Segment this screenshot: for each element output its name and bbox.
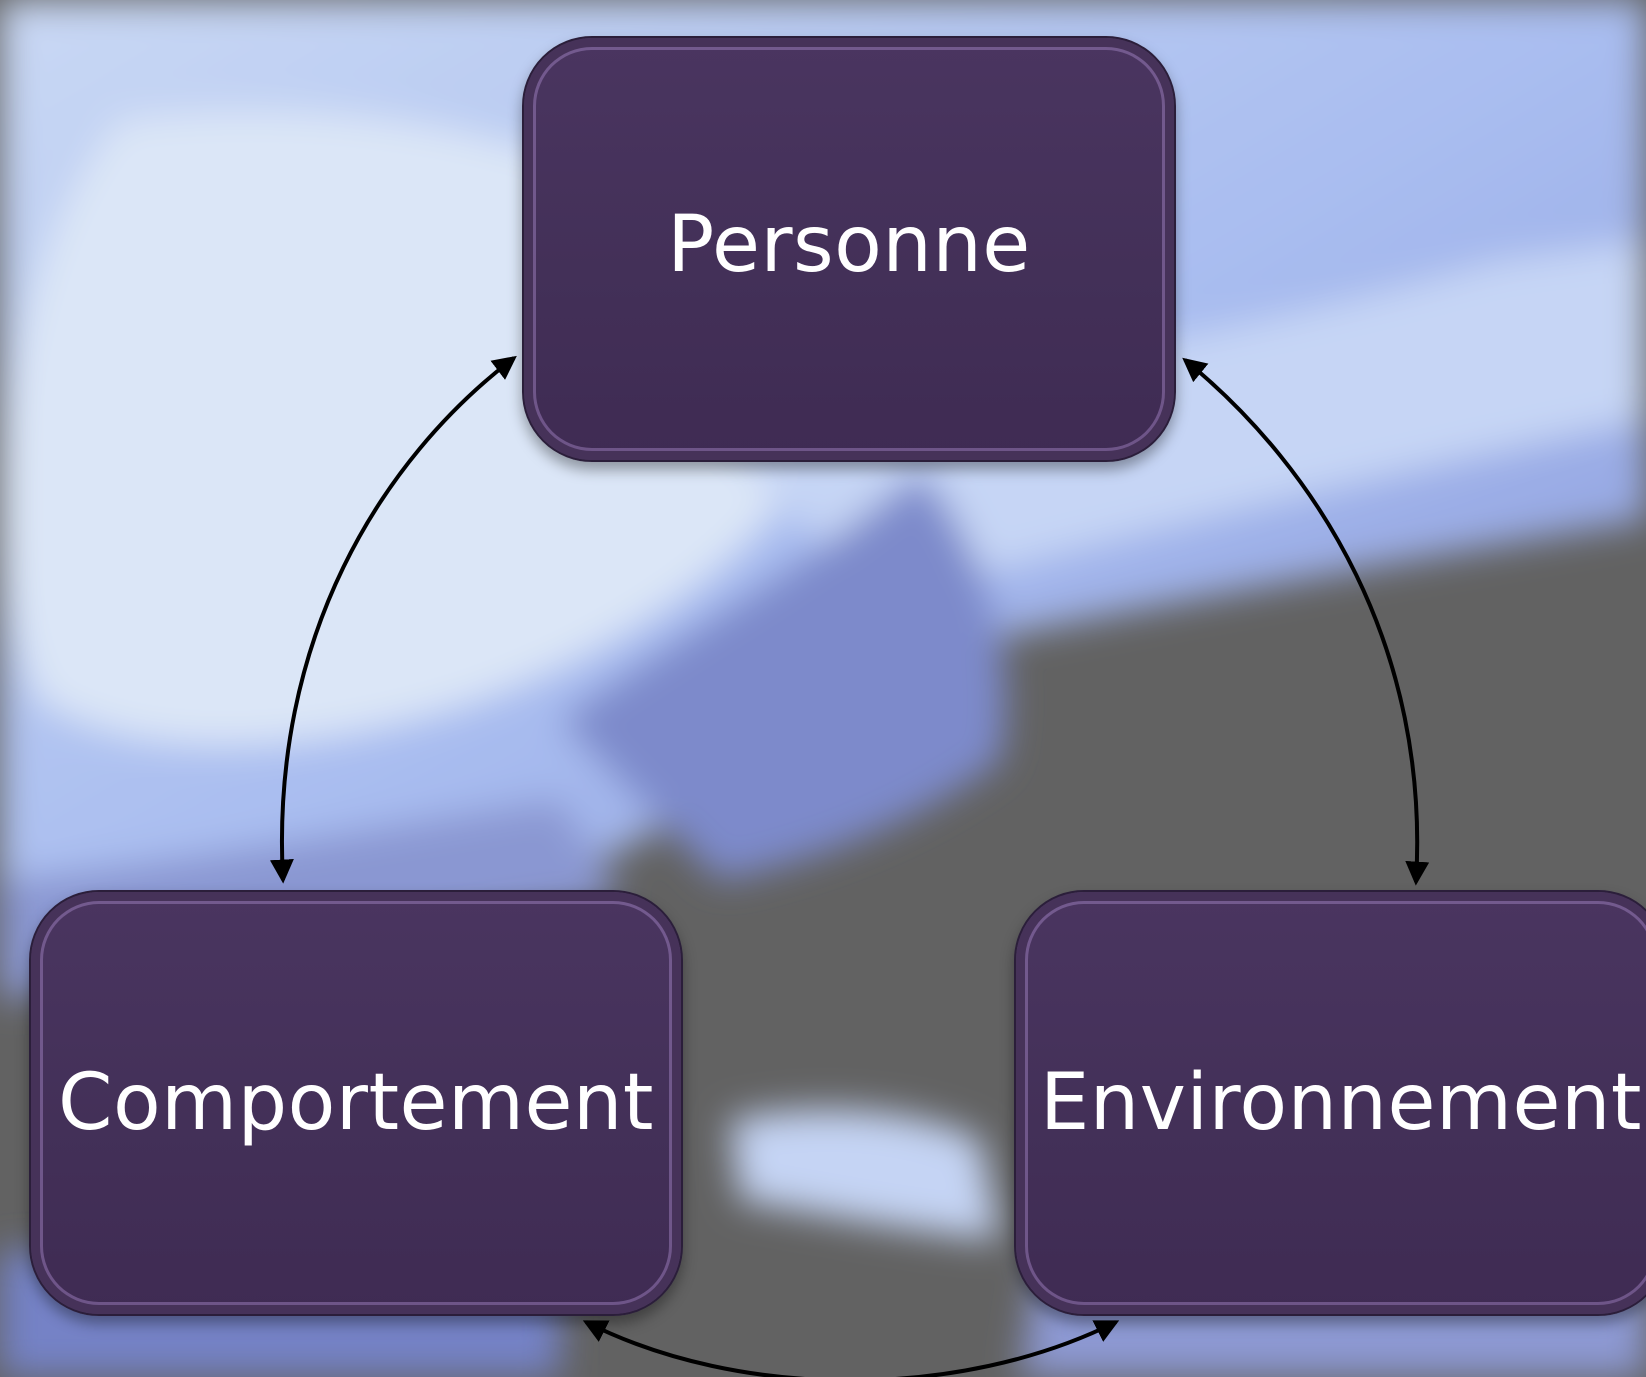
node-environnement-label: Environnement (1040, 1058, 1642, 1148)
node-comportement: Comportement (29, 890, 683, 1316)
node-environnement: Environnement (1014, 890, 1646, 1316)
node-personne-label: Personne (667, 200, 1031, 290)
node-personne: Personne (522, 36, 1176, 462)
node-comportement-label: Comportement (57, 1058, 655, 1148)
